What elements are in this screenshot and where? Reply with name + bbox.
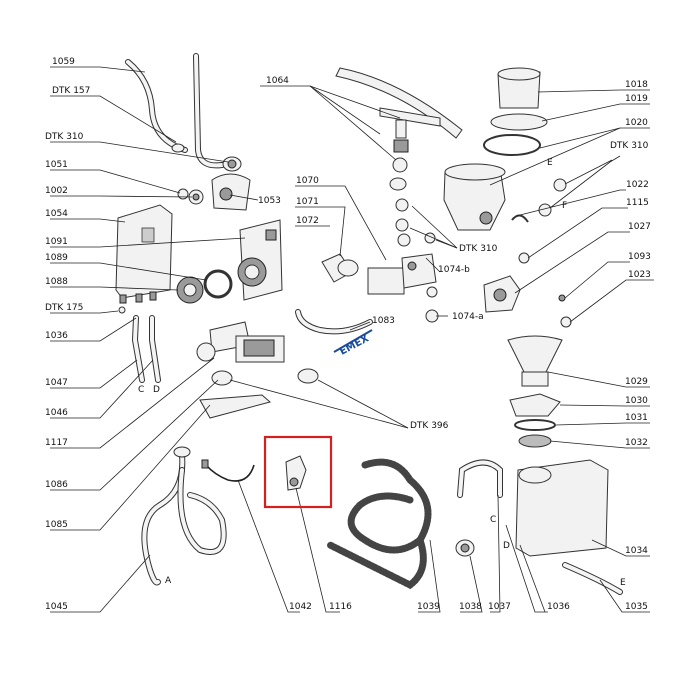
letter-f: F [562, 201, 567, 211]
callout-1047: 1047 [45, 378, 68, 388]
callout-1072: 1072 [296, 216, 319, 226]
connection-letters: E F C D A C D E [138, 158, 626, 588]
callout-1037: 1037 [488, 602, 511, 612]
callout-1023: 1023 [628, 270, 651, 280]
callout-1039: 1039 [417, 602, 440, 612]
callout-1085: 1085 [45, 520, 68, 530]
callout-1032: 1032 [625, 438, 648, 448]
callout-1018: 1018 [625, 80, 648, 90]
letter-d-right: D [503, 541, 510, 551]
callout-1027: 1027 [628, 222, 651, 232]
callout-1071: 1071 [296, 197, 319, 207]
callout-dtk310-center: DTK 310 [459, 244, 498, 254]
callout-1029: 1029 [625, 377, 648, 387]
callout-1088: 1088 [45, 277, 68, 287]
callout-1030: 1030 [625, 396, 648, 406]
letter-a: A [165, 576, 172, 586]
callout-1002: 1002 [45, 186, 68, 196]
callout-1074a: 1074-a [452, 312, 484, 322]
watermark-text: EMEX [338, 333, 371, 358]
callout-1036-left: 1036 [45, 331, 68, 341]
callout-1089: 1089 [45, 253, 68, 263]
callout-1019: 1019 [625, 94, 648, 104]
callout-dtk310-left: DTK 310 [45, 132, 84, 142]
letter-c-left: C [138, 385, 144, 395]
callout-1074b: 1074-b [438, 265, 470, 275]
callout-1083: 1083 [372, 316, 395, 326]
callout-dtk396: DTK 396 [410, 421, 449, 431]
callout-1038: 1038 [459, 602, 482, 612]
callout-1115: 1115 [626, 198, 649, 208]
callout-labels: 1059 DTK 157 DTK 310 1051 1002 1054 1091… [45, 57, 651, 612]
callout-1034: 1034 [625, 546, 648, 556]
callout-1022: 1022 [626, 180, 649, 190]
callout-1053: 1053 [258, 196, 281, 206]
callout-1035: 1035 [625, 602, 648, 612]
callout-1020: 1020 [625, 118, 648, 128]
callout-1051: 1051 [45, 160, 68, 170]
callout-1086: 1086 [45, 480, 68, 490]
leader-lines [50, 66, 654, 613]
callout-1031: 1031 [625, 413, 648, 423]
letter-c-right: C [490, 515, 496, 525]
callout-1116: 1116 [329, 602, 352, 612]
callout-1036-bottom: 1036 [547, 602, 570, 612]
callout-1093: 1093 [628, 252, 651, 262]
callout-1046: 1046 [45, 408, 68, 418]
callout-1059: 1059 [52, 57, 75, 67]
letter-d-left: D [153, 385, 160, 395]
part-drawings [115, 53, 623, 595]
callout-dtk310-right: DTK 310 [610, 141, 649, 151]
letter-e-bottom: E [620, 578, 626, 588]
callout-1045: 1045 [45, 602, 68, 612]
letter-e-top: E [547, 158, 553, 168]
callout-1117: 1117 [45, 438, 68, 448]
highlight-box [263, 435, 333, 509]
callout-1042: 1042 [289, 602, 312, 612]
callout-1054: 1054 [45, 209, 68, 219]
callout-1091: 1091 [45, 237, 68, 247]
callout-1064: 1064 [266, 76, 289, 86]
callout-1070: 1070 [296, 176, 319, 186]
callout-dtk157: DTK 157 [52, 86, 90, 96]
callout-dtk175: DTK 175 [45, 303, 83, 313]
